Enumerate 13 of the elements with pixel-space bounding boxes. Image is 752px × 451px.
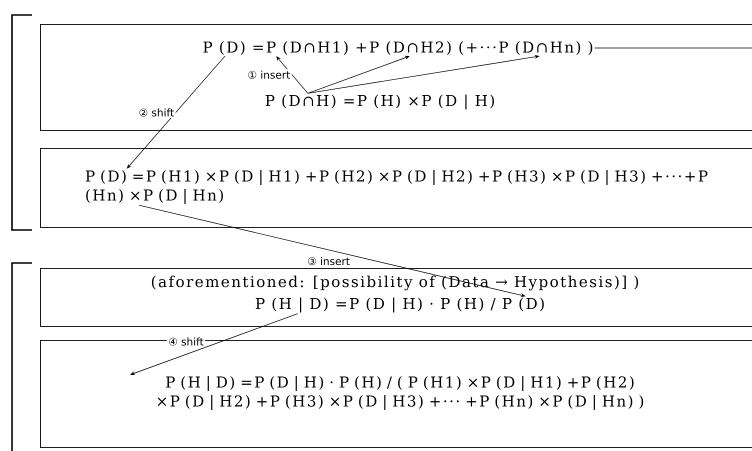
- formula-box: [40, 268, 752, 327]
- formula-text: P (D) =P (D∩H1) +P (D∩H2) (+···P (D∩Hn) ): [203, 41, 592, 55]
- edge-label: ② shift: [137, 106, 176, 118]
- formula-box: [40, 24, 752, 131]
- edge-label: ① insert: [246, 69, 292, 80]
- formula-text: P (D∩H) =P (H) ×P (D | H): [266, 94, 494, 110]
- arrow: [276, 56, 308, 94]
- formula-text: P (D) =P (H1) ×P (D | H1) +P (H2) ×P (D | H2) +P (H3) ×P (D | H3) +···+P (Hn) ×P (D | Hn): [86, 170, 708, 204]
- formula-box: [40, 148, 752, 228]
- formula-text: P (H | D) =P (D | H) · P (H) / P (D): [256, 298, 544, 312]
- edge-label: ④ shift: [166, 336, 206, 348]
- edge-label: ③ insert: [306, 256, 352, 267]
- formula-text: P (H | D) =P (D | H) · P (H) / ( P (H1) ×P (D | H1) +P (H2) ×P (D | H2) +P (H3) ×P (D | H3) +··· +P (Hn) ×P (D | Hn) ): [158, 376, 644, 410]
